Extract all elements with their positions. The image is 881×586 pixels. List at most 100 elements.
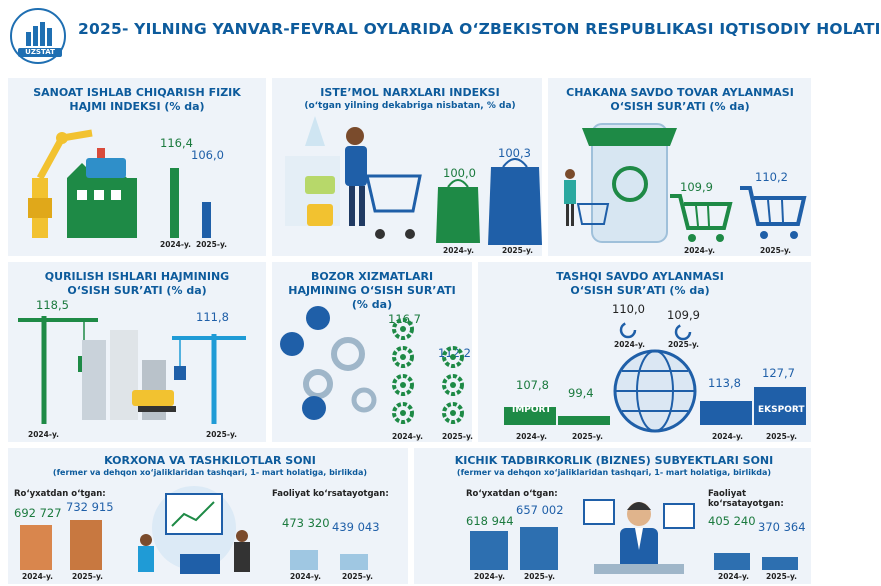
page-title: 2025- YILNING YANVAR-FEVRAL OYLARIDA O‘Z…	[78, 20, 881, 38]
construction-title: QURILISH ISHLARI HAJMINING O‘SISH SUR’AT…	[44, 270, 230, 297]
construction-cat-2024: 2024-y.	[28, 430, 60, 439]
enterprises-registered-label: Ro‘yxatdan o‘tgan:	[14, 489, 106, 499]
gear-icon	[442, 402, 464, 424]
refresh-icon	[619, 321, 637, 339]
import-cat-2024: 2024-y.	[516, 432, 548, 441]
enterprises-registered-cat-2025: 2025-y.	[72, 572, 104, 581]
sme-title: KICHIK TADBIRKORLIK (BIZNES) SUBYEKTLARI…	[454, 454, 774, 467]
cpi-bag-2024	[436, 179, 480, 243]
trade-total-cat-2025: 2025-y.	[668, 340, 700, 349]
cpi-value-2025: 100,3	[498, 146, 531, 160]
services-gear-stack-2024	[390, 316, 416, 428]
import-value-2024: 107,8	[516, 378, 549, 392]
import-bar-2025	[558, 415, 610, 425]
shopping-cart-illustration	[285, 116, 422, 239]
sme-registered-2024-shop	[470, 530, 508, 570]
export-bar-2024	[700, 401, 752, 425]
retail-value-2024: 109,9	[680, 180, 713, 194]
export-cat-2025: 2025-y.	[766, 432, 798, 441]
gear-icon	[442, 374, 464, 396]
factory-illustration	[28, 129, 137, 238]
enterprises-title: KORXONA VA TASHKILOTLAR SONI	[104, 454, 316, 467]
buildings-excavator-illustration	[82, 330, 176, 420]
sme-registered-2025-shop	[520, 526, 558, 570]
trade-total-2025: 109,9	[667, 308, 700, 322]
import-bar-2024	[504, 407, 556, 425]
globe-icon	[613, 349, 697, 433]
gear-icon	[392, 318, 414, 340]
services-gears-illustration	[280, 306, 377, 420]
enterprises-subtitle: (fermer va dehqon xo‘jaliklaridan tashqa…	[52, 468, 368, 477]
cpi-subtitle: (o‘tgan yilning dekabriga nisbatan, % da…	[304, 101, 516, 111]
industry-value-2025: 106,0	[191, 148, 224, 162]
cpi-bag-2025	[488, 158, 542, 245]
enterprises-registered-cat-2024: 2024-y.	[22, 572, 54, 581]
import-cat-2025: 2025-y.	[572, 432, 604, 441]
retail-cart-2024	[670, 194, 733, 242]
sme-active-2024-value: 405 240	[708, 514, 756, 528]
services-cat-2024: 2024-y.	[392, 432, 424, 441]
sme-active-cat-2024: 2024-y.	[718, 572, 750, 581]
crane-2025	[172, 334, 246, 424]
cpi-cat-2025: 2025-y.	[502, 246, 534, 255]
industry-value-2024: 116,4	[160, 136, 193, 150]
sme-registered-cat-2024: 2024-y.	[474, 572, 506, 581]
retail-cat-2025: 2025-y.	[760, 246, 792, 255]
trade-title: TASHQI SAVDO AYLANMASI O‘SISH SUR’ATI (%…	[556, 270, 724, 297]
sme-active-2024-shop	[714, 553, 750, 570]
industry-bar-2024	[170, 167, 179, 238]
sme-registered-2024-value: 618 944	[466, 514, 514, 528]
services-cat-2025: 2025-y.	[442, 432, 474, 441]
enterprises-registered-2025-building	[70, 519, 102, 570]
sme-registered-cat-2025: 2025-y.	[524, 572, 556, 581]
industry-title: SANOAT ISHLAB CHIQARISH FIZIK HAJMI INDE…	[33, 86, 241, 113]
services-gear-stack-2025	[440, 344, 466, 428]
retail-cat-2024: 2024-y.	[684, 246, 716, 255]
retail-cart-2025	[740, 186, 807, 239]
export-cat-2024: 2024-y.	[712, 432, 744, 441]
sme-active-2025-shop	[762, 557, 798, 570]
sme-subtitle: (fermer va dehqon xo‘jaliklaridan tashqa…	[456, 468, 772, 477]
enterprises-registered-2024-value: 692 727	[14, 506, 62, 520]
export-label: EKSPORT	[758, 405, 805, 415]
gear-icon	[442, 346, 464, 368]
enterprises-active-2024-value: 473 320	[282, 516, 330, 530]
gear-icon	[392, 346, 414, 368]
export-bar-2025	[754, 387, 806, 425]
cpi-cat-2024: 2024-y.	[443, 246, 475, 255]
retail-value-2025: 110,2	[755, 170, 788, 184]
sme-active-label: Faoliyat ko‘rsatayotgan:	[708, 489, 784, 509]
enterprises-active-2024-building	[290, 549, 318, 570]
industry-cat-2024: 2024-y.	[160, 240, 192, 249]
industry-cat-2025: 2025-y.	[196, 240, 228, 249]
businessman-illustration	[583, 499, 695, 574]
trade-total-2024: 110,0	[612, 302, 645, 316]
enterprises-registered-2024-building	[20, 524, 52, 570]
refresh-icon	[674, 323, 692, 341]
enterprises-active-cat-2025: 2025-y.	[342, 572, 374, 581]
enterprises-active-2025-value: 439 043	[332, 520, 380, 534]
enterprises-active-2025-building	[340, 553, 368, 570]
logo-text: UZSTAT	[25, 48, 55, 56]
sme-registered-label: Ro‘yxatdan o‘tgan:	[466, 489, 558, 499]
cpi-value-2024: 100,0	[443, 166, 476, 180]
import-value-2025: 99,4	[568, 386, 594, 400]
construction-cat-2025: 2025-y.	[206, 430, 238, 439]
trade-total-cat-2024: 2024-y.	[614, 340, 646, 349]
export-value-2024: 113,8	[708, 376, 741, 390]
sme-registered-2025-value: 657 002	[516, 503, 564, 517]
retail-title: CHAKANA SAVDO TOVAR AYLANMASI O‘SISH SUR…	[566, 86, 794, 113]
industry-bar-2025	[202, 201, 211, 238]
export-value-2025: 127,7	[762, 366, 795, 380]
gear-icon	[392, 402, 414, 424]
enterprises-active-cat-2024: 2024-y.	[290, 572, 322, 581]
enterprises-registered-2025-value: 732 915	[66, 500, 114, 514]
cpi-title: ISTE’MOL NARXLARI INDEKSI	[320, 86, 500, 99]
shop-phone-illustration	[564, 123, 677, 243]
enterprises-active-label: Faoliyat ko‘rsatayotgan:	[272, 489, 389, 499]
office-team-illustration	[138, 486, 250, 574]
import-label: IMPORT	[512, 405, 552, 415]
infographic-page: UZSTAT 2025- YILNING YANVAR-FEVRAL OYLAR…	[8, 8, 881, 584]
construction-value-2025: 111,8	[196, 310, 229, 324]
sme-active-2025-value: 370 364	[758, 520, 806, 534]
